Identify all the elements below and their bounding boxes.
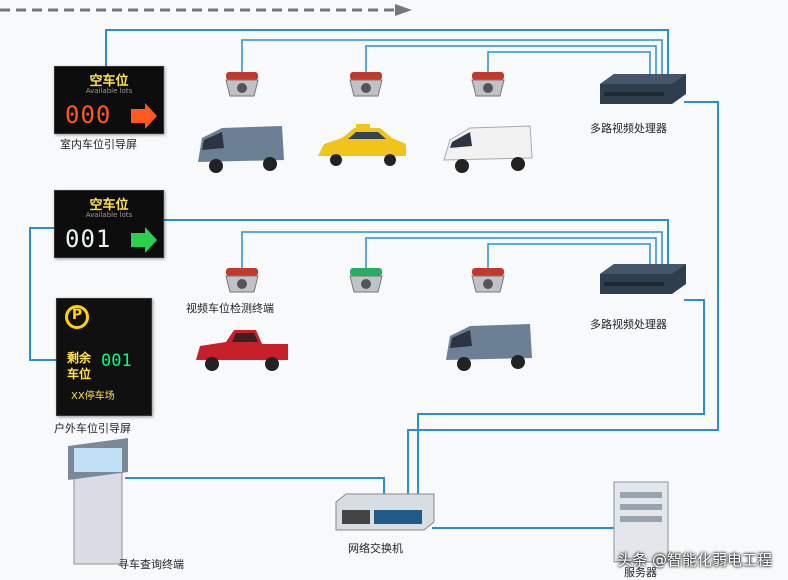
wire-cam3 <box>487 51 651 75</box>
camera-detector-label: 视频车位检测终端 <box>186 302 274 315</box>
outdoor-count: 001 <box>101 351 132 371</box>
sign-subtitle: Available lots <box>85 87 133 95</box>
camera-icon <box>349 268 383 293</box>
arrow-right-icon <box>131 227 157 253</box>
wire-sign2-processor2 <box>162 219 669 264</box>
processor-top-label: 多路视频处理器 <box>590 122 667 135</box>
switch-label: 网络交换机 <box>348 542 403 555</box>
wire-cam4 <box>241 231 663 268</box>
wire-sign2-outdoor <box>29 227 56 361</box>
wire-kiosk-switch <box>125 477 385 498</box>
dashed-arrow-head <box>395 4 412 16</box>
watermark-text: 头条 @智能化弱电工程 <box>617 551 772 569</box>
wire-cam6 <box>487 243 651 268</box>
kiosk-label: 寻车查询终端 <box>118 558 184 571</box>
wire-cam1 <box>241 39 663 75</box>
outdoor-sign-label: 户外车位引导屏 <box>54 422 131 435</box>
parking-p-icon <box>65 305 89 329</box>
sign-subtitle: Available lots <box>85 211 133 219</box>
taxi-icon <box>318 124 406 166</box>
second-guidance-sign: 空车位 Available lots 001 <box>54 190 164 258</box>
parking-p-symbol: P <box>71 307 83 323</box>
server-label: 服务器 <box>624 566 657 579</box>
network-switch-icon <box>335 493 435 531</box>
sign-title: 空车位 <box>89 74 129 89</box>
indoor-sign-label: 室内车位引导屏 <box>60 138 137 151</box>
wire-processor2-switch <box>417 299 705 500</box>
video-processor-icon <box>600 264 686 294</box>
sign-count: 001 <box>65 225 112 253</box>
processor-bottom-label: 多路视频处理器 <box>590 318 667 331</box>
video-processor-icon <box>600 74 686 104</box>
indoor-guidance-sign: 空车位 Available lots 000 <box>54 66 164 134</box>
camera-icon <box>225 268 259 293</box>
camera-icon <box>471 268 505 293</box>
sign-count: 000 <box>65 101 112 129</box>
wire-cam2 <box>365 45 657 75</box>
wire-sign1-processor1 <box>105 29 669 75</box>
camera-icon <box>471 72 505 97</box>
camera-icon <box>349 72 383 97</box>
outdoor-line1: 剩余 <box>67 351 92 365</box>
kiosk-icon <box>68 438 128 565</box>
outdoor-guidance-sign: P 剩余 车位 001 XX停车场 <box>56 298 152 416</box>
camera-icon <box>225 72 259 97</box>
van-icon <box>198 126 284 173</box>
white-van-icon <box>443 125 533 173</box>
pickup-truck-icon <box>196 330 288 371</box>
sign-title: 空车位 <box>89 198 129 213</box>
server-icon <box>613 481 669 563</box>
arrow-right-icon <box>131 103 157 129</box>
wire-cam5 <box>365 237 657 268</box>
outdoor-line2: 车位 <box>67 367 92 381</box>
van-icon <box>446 324 532 371</box>
wire-processor1-switch <box>407 101 719 500</box>
outdoor-lot-name: XX停车场 <box>71 391 115 402</box>
